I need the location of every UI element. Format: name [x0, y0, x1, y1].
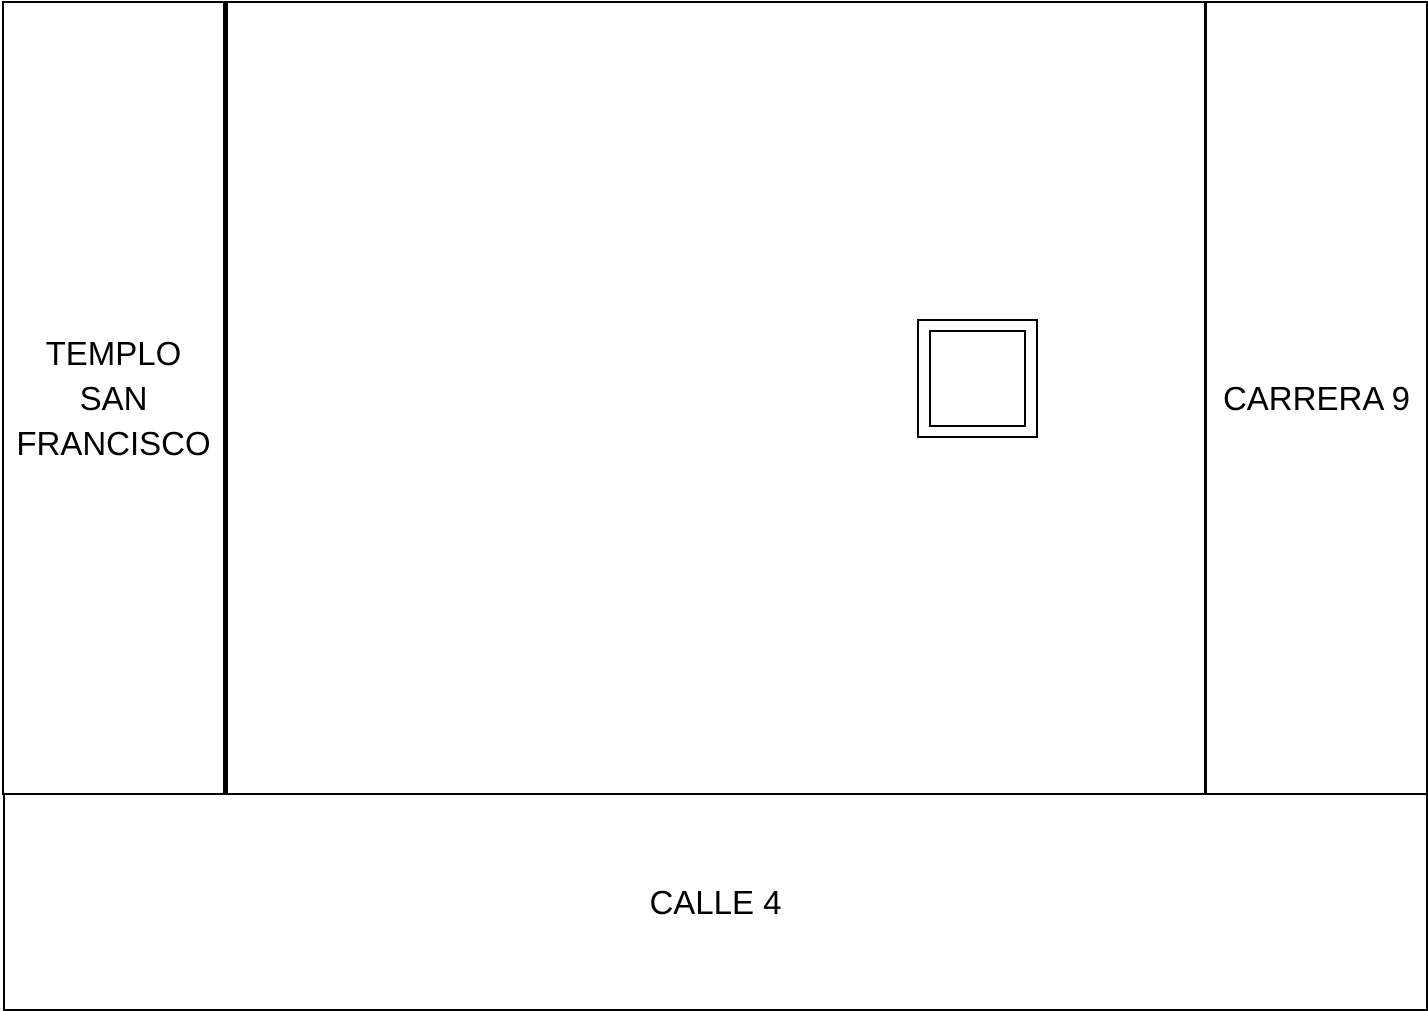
monument-icon — [917, 319, 1038, 438]
carrera-label: CARRERA 9 — [1222, 379, 1411, 417]
monument-inner-square-icon — [929, 330, 1026, 427]
temple-block: TEMPLO SAN FRANCISCO — [2, 1, 225, 795]
calle-block: CALLE 4 — [3, 793, 1428, 1011]
calle-label: CALLE 4 — [649, 883, 782, 921]
plaza-block — [224, 1, 1206, 795]
temple-label: TEMPLO SAN FRANCISCO — [16, 334, 211, 462]
carrera-block: CARRERA 9 — [1205, 1, 1428, 795]
